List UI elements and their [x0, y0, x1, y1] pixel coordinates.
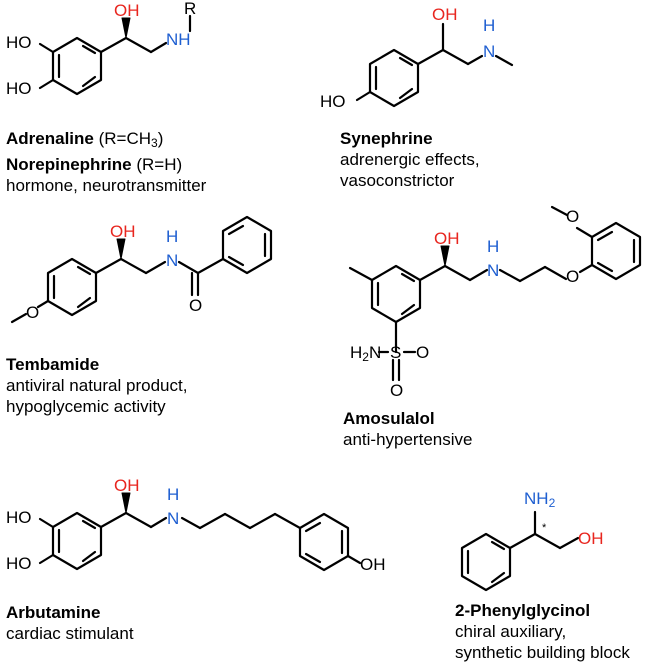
phenylglycinol-structure [460, 510, 580, 592]
adrenaline-nh-label: NH [166, 30, 191, 49]
tembamide-methoxy-o-label: O [26, 303, 40, 322]
adrenaline-description: hormone, neurotransmitter [6, 176, 207, 195]
arbutamine-ho2-label: HO [6, 554, 32, 573]
amosulalol-name: Amosulalol [343, 409, 435, 428]
tembamide-oh-label: OH [110, 222, 136, 241]
amosulalol-n-label: N [487, 261, 500, 280]
tembamide-name: Tembamide [6, 355, 100, 374]
amosulalol-methoxy-o-label: O [566, 207, 580, 226]
synephrine-oh-label: OH [432, 5, 458, 24]
tembamide-carbonyl-o-label: O [189, 296, 203, 315]
synephrine-caption: Synephrine adrenergic effects, vasoconst… [340, 129, 480, 190]
amosulalol-s-label: S [390, 343, 402, 362]
synephrine-name: Synephrine [340, 129, 433, 148]
arbutamine-oh2-label: OH [360, 555, 386, 574]
phenylglycinol-name: 2-Phenylglycinol [455, 601, 591, 620]
adrenaline-caption: Adrenaline (R=CH3) Norepinephrine (R=H) … [6, 129, 207, 195]
amosulalol-oh-label: OH [434, 229, 460, 248]
arbutamine-structure [38, 492, 362, 572]
arbutamine-h-label: H [167, 485, 180, 504]
phenylglycinol-nh2-label: NH2 [524, 489, 556, 510]
tembamide-structure [10, 215, 273, 324]
arbutamine-name: Arbutamine [6, 603, 101, 622]
synephrine-ho-label: HO [320, 92, 346, 111]
synephrine-h-label: H [483, 16, 496, 35]
arbutamine-n-label: N [167, 509, 180, 528]
synephrine-n-label: N [483, 42, 496, 61]
phenylglycinol-stereocenter-star: * [542, 522, 547, 534]
amosulalol-h2n-label: H2N [350, 343, 382, 364]
amosulalol-caption: Amosulalol anti-hypertensive [343, 409, 473, 449]
synephrine-structure [355, 22, 514, 108]
amosulalol-h-label: H [487, 237, 500, 256]
arbutamine-ho1-label: HO [6, 508, 32, 527]
phenylglycinol-caption: 2-Phenylglycinol chiral auxiliary, synth… [455, 601, 630, 662]
tembamide-n-label: N [166, 251, 179, 270]
tembamide-h-label: H [166, 227, 179, 246]
phenylglycinol-oh-label: OH [578, 529, 604, 548]
adrenaline-ho2-label: HO [6, 79, 32, 98]
amosulalol-o1-label: O [416, 343, 430, 362]
adrenaline-r-label: R [184, 0, 197, 18]
amosulalol-structure [348, 205, 642, 382]
tembamide-caption: Tembamide antiviral natural product, hyp… [6, 355, 188, 416]
adrenaline-oh-label: OH [114, 1, 140, 20]
amosulalol-ether-o-label: O [566, 267, 580, 286]
arbutamine-caption: Arbutamine cardiac stimulant [6, 603, 134, 643]
amosulalol-o2-label: O [390, 381, 404, 400]
adrenaline-ho1-label: HO [6, 33, 32, 52]
arbutamine-oh-label: OH [114, 476, 140, 495]
adrenaline-structure [38, 14, 192, 96]
